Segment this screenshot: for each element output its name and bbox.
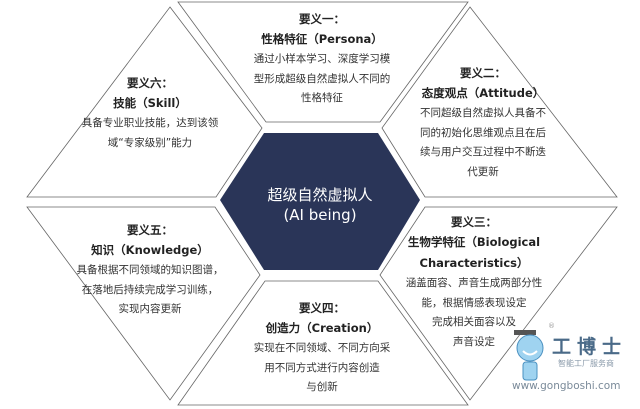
panel-bottom	[177, 280, 469, 406]
section-title-line2: Characteristics）	[419, 256, 529, 270]
section-label: 要义五：	[127, 223, 173, 237]
section-body-line: 具备根据不同领域的知识图谱，	[76, 264, 224, 276]
section-label: 要义六：	[127, 76, 173, 90]
section-body-line: 实现在不同领域、不同方向采	[253, 342, 391, 354]
section-body-line: 续与用户交互过程中不断迭	[420, 146, 546, 158]
section-title: 技能（Skill）	[113, 96, 187, 110]
section-body-line: 完成相关面容以及	[432, 316, 516, 328]
section-label: 要义三：	[451, 215, 497, 229]
section-title: 创造力（Creation）	[265, 321, 379, 335]
section-body-line: 同的初始化思维观点且在后	[420, 126, 546, 139]
section-label: 要义二：	[460, 66, 506, 80]
center-hexagon	[220, 133, 420, 270]
watermark-url: www.gongboshi.com	[512, 380, 621, 392]
panel-top	[177, 1, 469, 123]
section-body-line: 代更新	[467, 165, 499, 178]
section-body-line: 声音设定	[453, 335, 495, 348]
panel-bottom-right	[379, 206, 618, 401]
section-persona: 要义一： 性格特征（Persona） 通过小样本学习、深度学习模 型形成超级自然…	[254, 9, 391, 109]
section-title: 态度观点（Attitude）	[421, 86, 545, 100]
section-body-line: 与创新	[306, 381, 338, 393]
watermark-logo: ® 工博士 智能工厂服务商 www.gongboshi.com	[510, 322, 638, 408]
section-body-line: 在落地后持续完成学习训练，	[81, 283, 219, 296]
mascot-icon	[514, 330, 544, 381]
section-body-line: 具备专业职业技能，达到该领	[81, 117, 219, 129]
section-body-line: 不同超级自然虚拟人具备不	[420, 107, 546, 119]
section-title: 生物学特征（Biological	[407, 235, 541, 249]
section-title: 知识（Knowledge）	[91, 243, 209, 257]
panel-top-right	[381, 6, 618, 198]
center-title: 超级自然虚拟人 (AI being)	[267, 185, 372, 225]
section-label: 要义一：	[299, 12, 345, 26]
section-body-line: 性格特征	[301, 92, 343, 104]
section-biological: 要义三： 生物学特征（Biological Characteristics） 涵…	[406, 212, 543, 352]
section-label: 要义四：	[299, 301, 345, 315]
section-skill: 要义六： 技能（Skill） 具备专业职业技能，达到该领 域“专家级别”能力	[82, 73, 219, 153]
section-body-line: 能，根据情感表现设定	[421, 296, 527, 309]
center-title-line1: 超级自然虚拟人	[267, 186, 373, 204]
section-body-line: 用不同方式进行内容创造	[264, 361, 380, 374]
panel-top-left	[26, 6, 263, 198]
section-body-line: 型形成超级自然虚拟人不同的	[253, 72, 391, 85]
section-attitude: 要义二： 态度观点（Attitude） 不同超级自然虚拟人具备不 同的初始化思维…	[420, 63, 546, 182]
section-body-line: 涵盖面容、声音生成两部分性	[405, 277, 543, 289]
registered-mark: ®	[548, 322, 555, 330]
watermark-brand: 工博士	[552, 336, 628, 358]
section-body-line: 实现内容更新	[118, 303, 182, 315]
section-body-line: 域“专家级别”能力	[107, 136, 193, 149]
section-knowledge: 要义五： 知识（Knowledge） 具备根据不同领域的知识图谱， 在落地后持续…	[77, 220, 224, 320]
section-creation: 要义四： 创造力（Creation） 实现在不同领域、不同方向采 用不同方式进行…	[254, 298, 391, 398]
watermark-tagline: 智能工厂服务商	[558, 359, 614, 368]
section-body-line: 通过小样本学习、深度学习模	[253, 53, 391, 65]
panel-bottom-left	[26, 206, 261, 401]
section-title: 性格特征（Persona）	[261, 32, 383, 46]
center-title-line2: (AI being)	[283, 206, 357, 224]
